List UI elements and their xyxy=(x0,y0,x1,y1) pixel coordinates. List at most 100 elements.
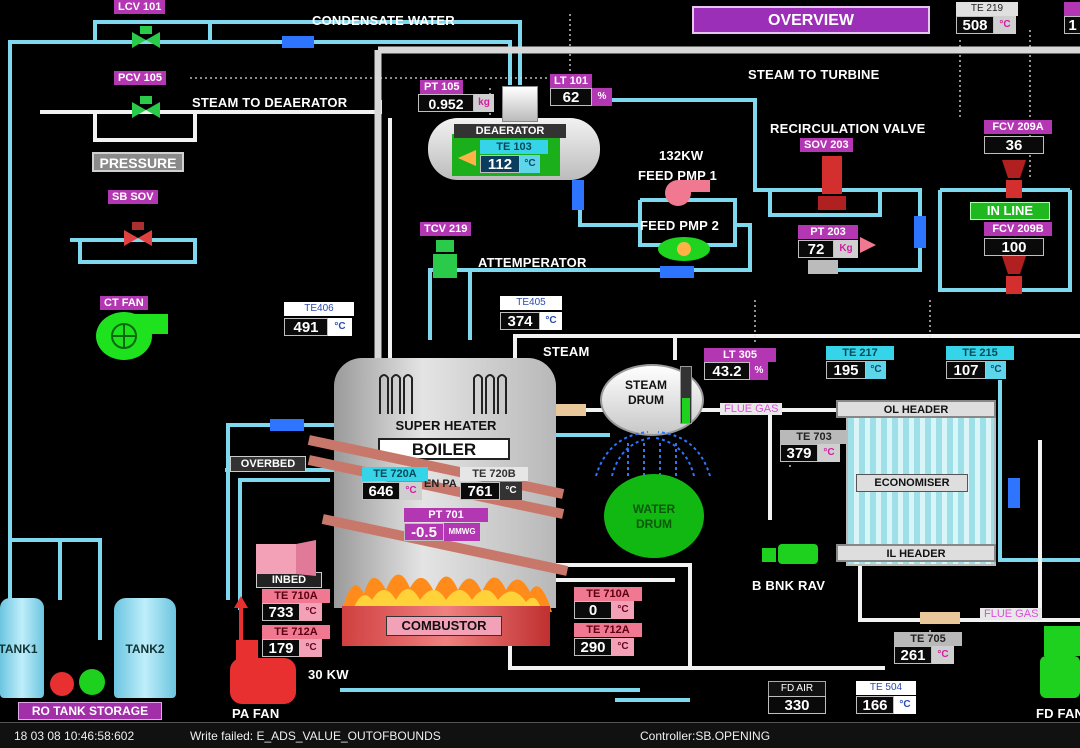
lt-305-value[interactable]: 43.2 xyxy=(704,362,750,380)
flow-marker xyxy=(282,36,314,48)
te-720b-value[interactable]: 761 xyxy=(460,482,500,500)
pt-105-tag: PT 105 xyxy=(420,80,464,94)
te-217-tag: TE 217 xyxy=(826,346,894,360)
te-215-unit: °C xyxy=(986,361,1006,379)
te-720b-unit: °C xyxy=(500,482,522,500)
te-405-value[interactable]: 374 xyxy=(500,312,540,330)
te-405-tag: TE405 xyxy=(500,296,562,310)
b-bnk-rav-valve-icon[interactable] xyxy=(762,540,822,568)
super-heater-coils-icon xyxy=(379,374,507,414)
b-bnk-rav-label: B BNK RAV xyxy=(752,578,826,593)
te-219-tag: TE 219 xyxy=(956,2,1018,16)
te-217-unit: °C xyxy=(866,361,886,379)
fd-fan-icon[interactable] xyxy=(1040,626,1080,706)
te-720b-tag: TE 720B xyxy=(460,467,528,481)
feed-pump-2-icon[interactable] xyxy=(656,234,712,264)
tank-2-label: TANK2 xyxy=(125,642,165,656)
te-712a-right-tag: TE 712A xyxy=(574,623,642,637)
pt-203-valve-icon[interactable] xyxy=(808,256,838,278)
recirculation-valve-label: RECIRCULATION VALVE xyxy=(770,121,926,136)
ct-fan-tag[interactable]: CT FAN xyxy=(100,296,148,310)
te-705-value[interactable]: 261 xyxy=(894,646,932,664)
te-215-value[interactable]: 107 xyxy=(946,361,986,379)
downcomer-tubes-icon xyxy=(595,431,711,477)
te-712a-left-value[interactable]: 179 xyxy=(262,639,300,657)
pt-105-unit: kg xyxy=(474,94,494,112)
makeup-water-pipe xyxy=(8,40,320,600)
pcv-105-tag[interactable]: PCV 105 xyxy=(114,71,167,85)
te-217-value[interactable]: 195 xyxy=(826,361,866,379)
tank-1[interactable] xyxy=(0,598,44,698)
overview-title[interactable]: OVERVIEW xyxy=(692,6,930,34)
lcv-101-valve-icon[interactable] xyxy=(128,26,164,54)
te-partial-value[interactable]: 1 xyxy=(1064,16,1080,34)
pa-fan-icon[interactable] xyxy=(230,640,300,706)
flue-gas-label-2: FLUE GAS xyxy=(980,608,1043,620)
te-712a-right-value[interactable]: 290 xyxy=(574,638,612,656)
lt-101-value[interactable]: 62 xyxy=(550,88,592,106)
te-710a-right-value[interactable]: 0 xyxy=(574,601,612,619)
fcv-209b-value[interactable]: 100 xyxy=(984,238,1044,256)
flow-marker xyxy=(1008,478,1020,508)
pt-105-value[interactable]: 0.952 xyxy=(418,94,474,112)
sb-sov-tag[interactable]: SB SOV xyxy=(108,190,158,204)
te-703-value[interactable]: 379 xyxy=(780,444,818,462)
te-703-tag: TE 703 xyxy=(780,430,848,444)
status-message: Write failed: E_ADS_VALUE_OUTOFBOUNDS xyxy=(190,729,441,743)
te-219-value[interactable]: 508 xyxy=(956,16,994,34)
steam-drum-level-fill xyxy=(682,398,690,423)
flue-gas-label: FLUE GAS xyxy=(720,403,783,415)
water-drum[interactable] xyxy=(604,474,704,558)
partial-label: EN PA xyxy=(424,478,457,490)
feed-pump-1-label: FEED PMP 1 xyxy=(638,168,718,183)
pt-203-value[interactable]: 72 xyxy=(798,240,834,258)
in-line-button[interactable]: IN LINE xyxy=(970,202,1050,220)
lt-101-tag: LT 101 xyxy=(550,74,593,88)
steam-drum-label: STEAM DRUM xyxy=(625,378,667,407)
te-406-value[interactable]: 491 xyxy=(284,318,328,336)
te-712a-left-tag: TE 712A xyxy=(262,625,330,639)
feed-pump-2-label: FEED PMP 2 xyxy=(640,218,720,233)
pa-fan-label: PA FAN xyxy=(232,706,280,721)
sov-203-tag[interactable]: SOV 203 xyxy=(800,138,853,152)
te-710a-left-unit: °C xyxy=(300,603,322,621)
pump-power-label: 132KW xyxy=(659,148,704,163)
tank-2[interactable] xyxy=(114,598,176,698)
tcv-219-valve-icon[interactable] xyxy=(430,240,460,282)
fcv-209a-valve-icon[interactable] xyxy=(1000,160,1028,200)
te-710a-left-value[interactable]: 733 xyxy=(262,603,300,621)
te-504-value[interactable]: 166 xyxy=(856,696,894,714)
steam-pipe xyxy=(513,334,677,360)
sb-sov-valve-icon[interactable] xyxy=(120,222,156,250)
ro-tank-storage-button[interactable]: RO TANK STORAGE xyxy=(18,702,162,720)
tank-1-label: TANK1 xyxy=(0,642,38,656)
fcv-209a-value[interactable]: 36 xyxy=(984,136,1044,154)
super-heater-label: SUPER HEATER xyxy=(395,418,497,433)
fd-air-value[interactable]: 330 xyxy=(768,696,826,714)
ro-pumps-icon[interactable] xyxy=(46,664,110,700)
te-712a-right-unit: °C xyxy=(612,638,634,656)
ct-fan-icon[interactable] xyxy=(88,310,172,362)
te-103-tag: TE 103 xyxy=(480,140,548,154)
lcv-101-tag[interactable]: LCV 101 xyxy=(114,0,166,14)
te-103-value[interactable]: 112 xyxy=(480,155,520,173)
flow-marker xyxy=(920,612,960,624)
status-controller: Controller:SB.OPENING xyxy=(640,729,771,743)
te-703-unit: °C xyxy=(818,444,840,462)
pcv-105-valve-icon[interactable] xyxy=(128,96,164,124)
pressure-button[interactable]: PRESSURE xyxy=(92,152,184,172)
te-504-tag: TE 504 xyxy=(856,681,916,695)
feed-pump-1-icon[interactable] xyxy=(656,178,716,208)
flow-marker xyxy=(556,404,586,416)
pt-701-value[interactable]: -0.5 xyxy=(404,523,444,541)
te-720a-value[interactable]: 646 xyxy=(362,482,400,500)
te-405-unit: °C xyxy=(540,312,562,330)
tcv-219-tag[interactable]: TCV 219 xyxy=(420,222,472,236)
overbed-button[interactable]: OVERBED xyxy=(230,456,306,472)
pt-701-unit: MMWG xyxy=(444,523,480,541)
lt-305-unit: % xyxy=(750,362,768,380)
te-504-unit: °C xyxy=(894,696,916,714)
lt-305-tag: LT 305 xyxy=(704,348,776,362)
sov-203-valve-icon[interactable] xyxy=(818,156,846,218)
fcv-209b-valve-icon[interactable] xyxy=(1000,256,1028,296)
